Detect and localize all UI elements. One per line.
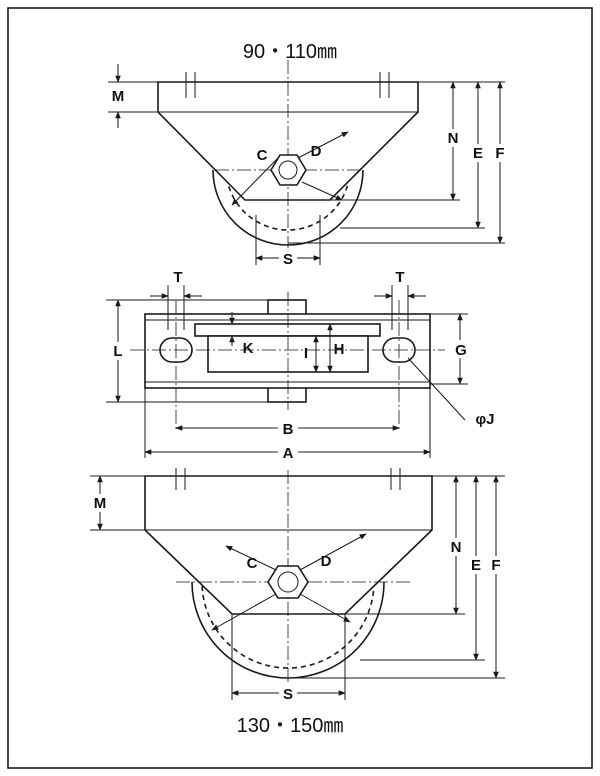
- label-N-top: N: [448, 130, 459, 147]
- label-E-top: E: [473, 145, 483, 162]
- label-A: A: [283, 445, 294, 462]
- label-L: L: [113, 343, 122, 360]
- label-M-top: M: [112, 88, 125, 105]
- top-title: 90・110㎜: [243, 41, 337, 63]
- label-G: G: [455, 342, 467, 359]
- label-C-bottom: C: [247, 555, 258, 572]
- label-S-top: S: [283, 251, 293, 268]
- bottom-title: 130・150㎜: [237, 715, 344, 737]
- wheel-rim: [194, 323, 381, 337]
- label-I: I: [304, 345, 308, 362]
- label-S-bottom: S: [283, 686, 293, 703]
- label-D-top: D: [311, 143, 322, 160]
- plan-view: T T L K I H G φJ B: [106, 269, 495, 462]
- top-axle-nut: [270, 154, 307, 186]
- label-F-bottom: F: [491, 557, 500, 574]
- label-D-bottom: D: [321, 553, 332, 570]
- drawing-border: [7, 7, 593, 769]
- bottom-view: C D M N E F S 130・150㎜: [90, 468, 505, 737]
- label-F-top: F: [495, 145, 504, 162]
- label-M-bottom: M: [94, 495, 107, 512]
- top-view: 90・110㎜ C D M: [108, 41, 509, 268]
- label-K: K: [243, 340, 254, 357]
- label-H: H: [334, 341, 345, 358]
- bottom-axle-nut: [267, 565, 309, 599]
- label-J: φJ: [475, 411, 494, 428]
- label-T-left: T: [173, 269, 182, 286]
- label-T-right: T: [395, 269, 404, 286]
- label-N-bottom: N: [451, 539, 462, 556]
- label-B: B: [283, 421, 294, 438]
- label-C-top: C: [257, 147, 268, 164]
- label-E-bottom: E: [471, 557, 481, 574]
